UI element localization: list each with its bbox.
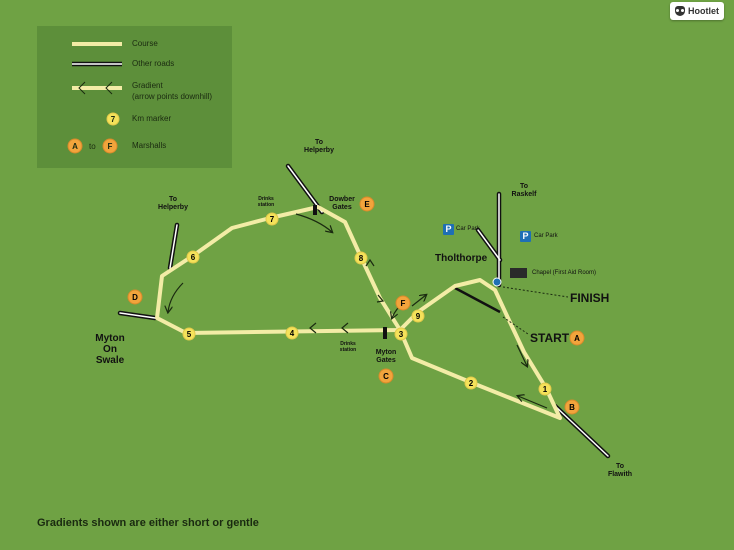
legend-marshalls-label: Marshalls (132, 141, 167, 150)
label-chapel: Chapel (First Aid Room) (532, 270, 597, 276)
brand-name: Hootlet (688, 6, 719, 16)
label-finish: FINISH (570, 291, 610, 305)
marshall-markers: A B C D E F (127, 196, 585, 415)
legend-km-label: Km marker (132, 114, 172, 123)
svg-text:C: C (383, 372, 389, 381)
legend-marshall-to: F (107, 142, 113, 151)
marshall-A: A (569, 330, 585, 346)
legend-symbols (67, 42, 122, 154)
label-car-park-2: Car Park (534, 233, 558, 239)
gradient-arrow (516, 344, 527, 366)
svg-text:9: 9 (416, 312, 421, 321)
gradient-footnote: Gradients shown are either short or gent… (37, 517, 259, 529)
svg-text:B: B (569, 403, 575, 412)
svg-text:2: 2 (469, 379, 474, 388)
gradient-chevron (376, 294, 385, 303)
legend-gradient-note: (arrow points downhill) (132, 92, 213, 101)
gradient-chevron (309, 322, 317, 334)
legend-marshall-to-word: to (89, 142, 96, 151)
km-marker-1: 1 (538, 382, 552, 396)
marshall-F: F (395, 295, 411, 311)
gradient-chevron (365, 258, 375, 267)
svg-text:7: 7 (270, 215, 275, 224)
legend-roads-label: Other roads (132, 59, 175, 68)
km-marker-4: 4 (285, 326, 299, 340)
km-marker-2: 2 (464, 376, 478, 390)
label-start: START (530, 331, 570, 345)
drinks-station-south-marker (383, 327, 387, 339)
finish-point (492, 277, 502, 287)
label-tholthorpe: Tholthorpe (435, 253, 488, 264)
km-marker-8: 8 (354, 251, 368, 265)
svg-text:D: D (132, 293, 138, 302)
marshall-C: C (378, 368, 394, 384)
km-marker-5: 5 (182, 327, 196, 341)
start-pointer (502, 316, 529, 335)
gradient-arrow (168, 282, 184, 312)
parking-icon: P (443, 224, 454, 235)
course-east-loop (398, 278, 562, 420)
finish-pointer (502, 286, 569, 298)
legend-marshall-f (102, 138, 118, 154)
svg-text:5: 5 (187, 330, 192, 339)
svg-text:A: A (574, 334, 580, 343)
map-legend: 7 A to F Course Other roads Gradient (ar… (37, 26, 232, 168)
label-car-park-1: Car Park (456, 226, 480, 232)
svg-text:E: E (364, 200, 370, 209)
gradient-arrow (518, 396, 548, 409)
km-marker-9: 9 (411, 309, 425, 323)
legend-km-sample: 7 (110, 115, 116, 124)
gradient-arrow (411, 295, 426, 307)
legend-gradient-label: Gradient (132, 81, 163, 90)
km-marker-6: 6 (186, 250, 200, 264)
hootlet-brand[interactable]: Hootlet (670, 2, 724, 20)
other-roads (117, 163, 611, 459)
gradient-chevron (341, 322, 349, 334)
marshall-E: E (359, 196, 375, 212)
km-marker-7: 7 (265, 212, 279, 226)
km-markers: 1 2 3 4 5 6 7 8 9 (182, 212, 552, 396)
marshall-B: B (564, 399, 580, 415)
svg-text:F: F (401, 299, 406, 308)
svg-text:8: 8 (359, 254, 364, 263)
road-tholthorpe-village (454, 286, 501, 314)
parking-icon: P (520, 231, 531, 242)
owl-logo-icon (675, 6, 685, 16)
km-marker-3: 3 (394, 327, 408, 341)
marshall-D: D (127, 289, 143, 305)
svg-text:1: 1 (543, 385, 548, 394)
legend-marshall-a (67, 138, 83, 154)
svg-text:6: 6 (191, 253, 196, 262)
chapel-building (510, 268, 527, 278)
svg-text:3: 3 (399, 330, 404, 339)
drinks-station-north-marker (313, 205, 317, 215)
legend-km-marker (106, 112, 120, 126)
svg-text:4: 4 (290, 329, 295, 338)
legend-marshall-from: A (72, 142, 78, 151)
legend-course-label: Course (132, 39, 158, 48)
gradient-arrow (295, 213, 332, 232)
course-west-loop (155, 205, 402, 335)
